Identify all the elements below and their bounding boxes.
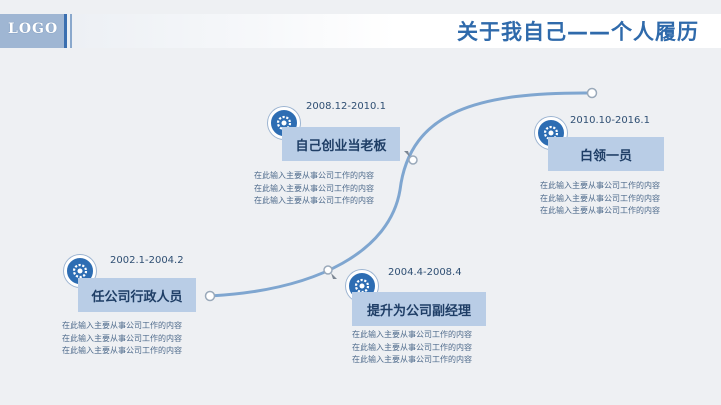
timeline-path bbox=[209, 91, 593, 298]
description-line: 在此输入主要从事公司工作的内容 bbox=[540, 206, 660, 215]
description-line: 在此输入主要从事公司工作的内容 bbox=[352, 342, 472, 352]
milestone-description: 在此输入主要从事公司工作的内容 在此输入主要从事公司工作的内容 在此输入主要从事… bbox=[352, 329, 472, 367]
milestone-description: 在此输入主要从事公司工作的内容 在此输入主要从事公司工作的内容 在此输入主要从事… bbox=[254, 170, 374, 208]
timeline-node-mid-2 bbox=[408, 155, 418, 165]
description-line: 在此输入主要从事公司工作的内容 bbox=[540, 193, 660, 203]
logo-badge bbox=[0, 14, 64, 48]
milestone-date: 2008.12-2010.1 bbox=[306, 101, 386, 112]
milestone-role: 白领一员 bbox=[548, 137, 664, 171]
logo-stripe bbox=[70, 14, 72, 48]
description-line: 在此输入主要从事公司工作的内容 bbox=[62, 321, 182, 330]
logo: LOGO bbox=[8, 21, 59, 37]
page-title: 关于我自己——个人履历 bbox=[457, 20, 699, 44]
description-line: 在此输入主要从事公司工作的内容 bbox=[254, 183, 374, 193]
pointer-arrow bbox=[404, 151, 410, 157]
milestone-date: 2002.1-2004.2 bbox=[110, 255, 184, 266]
timeline-node-mid-1 bbox=[323, 265, 333, 275]
milestone-date: 2010.10-2016.1 bbox=[570, 115, 650, 126]
milestone-description: 在此输入主要从事公司工作的内容 在此输入主要从事公司工作的内容 在此输入主要从事… bbox=[540, 180, 660, 218]
description-line: 在此输入主要从事公司工作的内容 bbox=[62, 333, 182, 343]
description-line: 在此输入主要从事公司工作的内容 bbox=[540, 181, 660, 190]
description-line: 在此输入主要从事公司工作的内容 bbox=[352, 330, 472, 339]
milestone-role: 自己创业当老板 bbox=[282, 127, 400, 161]
description-line: 在此输入主要从事公司工作的内容 bbox=[254, 196, 374, 205]
timeline-node-start bbox=[204, 290, 216, 302]
pointer-arrow bbox=[331, 273, 337, 279]
logo-stripe bbox=[64, 14, 67, 48]
description-line: 在此输入主要从事公司工作的内容 bbox=[62, 346, 182, 355]
timeline-node-end bbox=[586, 87, 598, 99]
header-bar bbox=[0, 14, 721, 48]
milestone-role: 任公司行政人员 bbox=[78, 278, 196, 312]
milestone-date: 2004.4-2008.4 bbox=[388, 267, 462, 278]
description-line: 在此输入主要从事公司工作的内容 bbox=[352, 355, 472, 364]
description-line: 在此输入主要从事公司工作的内容 bbox=[254, 171, 374, 180]
milestone-role: 提升为公司副经理 bbox=[352, 292, 486, 326]
milestone-description: 在此输入主要从事公司工作的内容 在此输入主要从事公司工作的内容 在此输入主要从事… bbox=[62, 320, 182, 358]
